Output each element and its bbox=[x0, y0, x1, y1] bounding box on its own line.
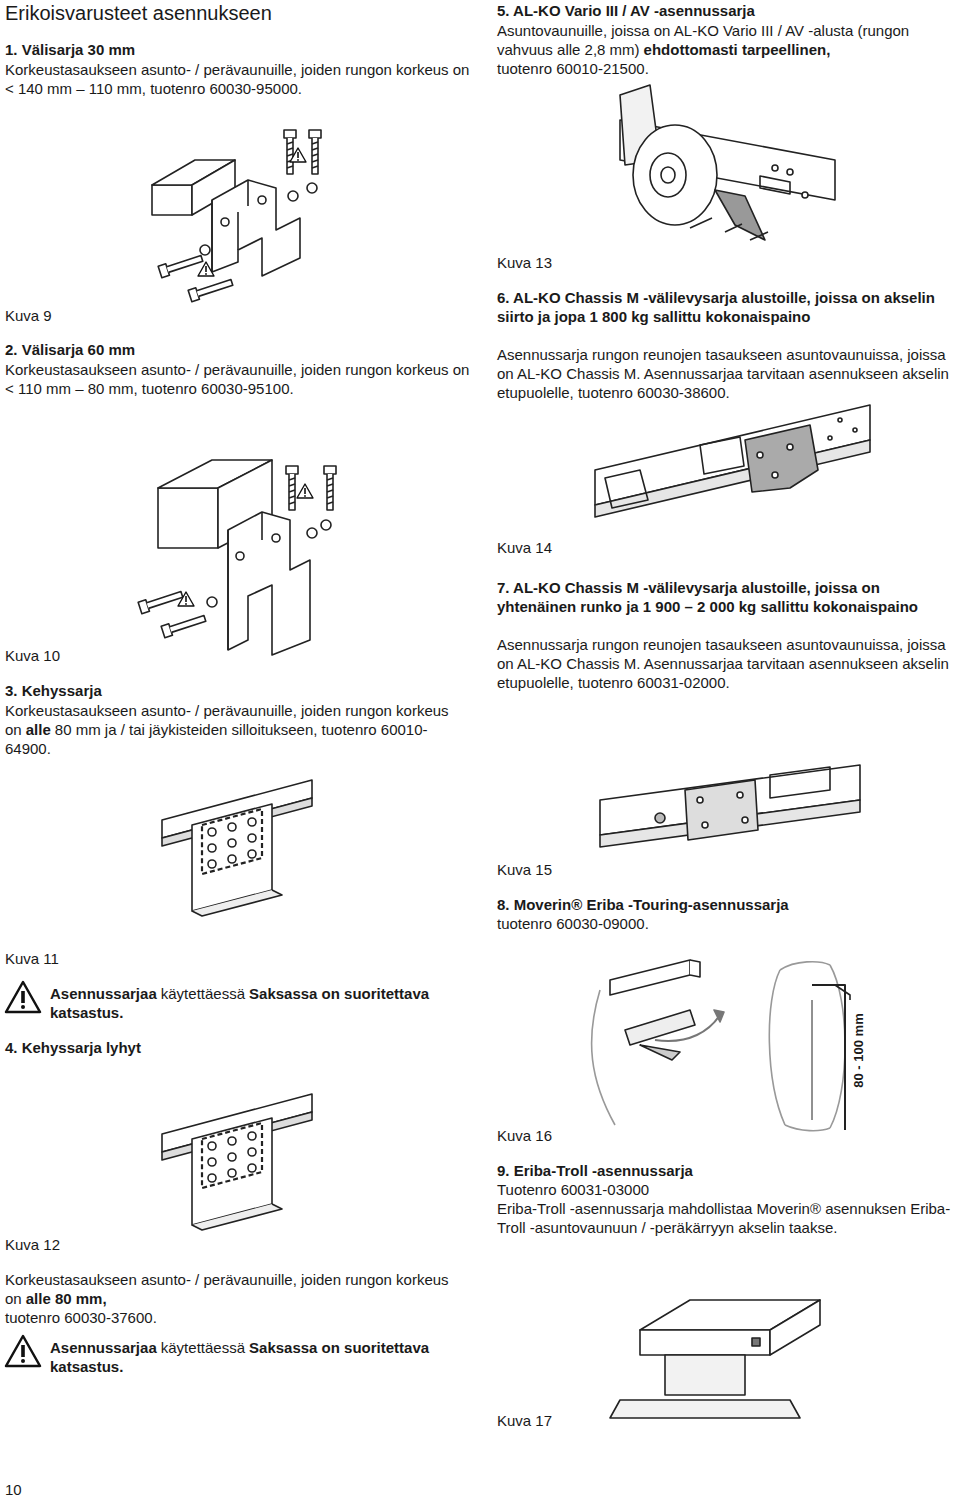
section-heading-text: 5. AL-KO Vario III / AV -asennussarja bbox=[497, 2, 755, 19]
section-heading: 9. Eriba-Troll -asennussarja bbox=[497, 1161, 955, 1180]
section-body-text: alle bbox=[26, 721, 51, 738]
section-heading-text: 1. Välisarja 30 mm bbox=[5, 41, 135, 58]
section-heading-text: 2. Välisarja 60 mm bbox=[5, 341, 135, 358]
section-body: Korkeustasaukseen asunto- / perävaunuill… bbox=[5, 360, 473, 398]
section-heading-text: 8. Moverin® Eriba -Touring-asennussarja bbox=[497, 896, 789, 913]
warning-symbol bbox=[6, 1336, 40, 1366]
figure-label-text: Kuva 9 bbox=[5, 307, 52, 324]
page-number: 10 bbox=[5, 1480, 65, 1499]
figure-label-text: Kuva 15 bbox=[497, 861, 552, 878]
chassis-m-spacer-kit bbox=[595, 405, 870, 517]
section-body: Korkeustasaukseen asunto- / perävaunuill… bbox=[5, 701, 473, 758]
figure-label: Kuva 9 bbox=[5, 306, 473, 325]
warning-note: AsennussarjaakäytettäessäSaksassa on suo… bbox=[50, 984, 470, 1022]
figure-label: Kuva 12 bbox=[5, 1235, 473, 1254]
section-body: Korkeustasaukseen asunto- / perävaunuill… bbox=[5, 60, 473, 98]
section-body: tuotenro 60030-09000. bbox=[497, 914, 955, 933]
figure-label: Kuva 17 bbox=[497, 1411, 955, 1430]
section-body-text: ehdottomasti tarpeellinen, bbox=[644, 41, 831, 58]
figure-label-text: Kuva 17 bbox=[497, 1412, 552, 1429]
section-body-text: Asennussarja rungon reunojen tasaukseen … bbox=[497, 636, 949, 691]
figure-label-text: Kuva 14 bbox=[497, 539, 552, 556]
figure-label: Kuva 14 bbox=[497, 538, 955, 557]
warning-note-text: Asennussarjaa bbox=[50, 1339, 157, 1356]
section-heading-text: 4. Kehyssarja lyhyt bbox=[5, 1039, 141, 1056]
figure-label-text: Kuva 10 bbox=[5, 647, 60, 664]
section-heading: 7. AL-KO Chassis M -välilevysarja alusto… bbox=[497, 578, 955, 616]
page-title: Erikoisvarusteet asennukseen bbox=[5, 1, 272, 25]
section-body-text: Korkeustasaukseen asunto- / perävaunuill… bbox=[5, 61, 469, 97]
section-body-text: tuotenro 60030-37600. bbox=[5, 1308, 473, 1327]
section-body: Asennussarja rungon reunojen tasaukseen … bbox=[497, 345, 955, 402]
section-body: Asennussarja rungon reunojen tasaukseen … bbox=[497, 635, 955, 692]
frame-kit bbox=[162, 780, 312, 916]
section-body-text: Tuotenro 60031-03000 bbox=[497, 1181, 649, 1198]
figure-label-text: Kuva 16 bbox=[497, 1127, 552, 1144]
warning-note-text: Asennussarjaa bbox=[50, 985, 157, 1002]
section-heading: 5. AL-KO Vario III / AV -asennussarja bbox=[497, 1, 955, 20]
vario-chassis-kit bbox=[620, 85, 835, 240]
section-heading: 6. AL-KO Chassis M -välilevysarja alusto… bbox=[497, 288, 955, 326]
section-heading: 1. Välisarja 30 mm bbox=[5, 40, 473, 59]
eriba-troll-kit bbox=[610, 1300, 820, 1418]
figure-label-text: Kuva 13 bbox=[497, 254, 552, 271]
section-body: Korkeustasaukseen asunto- / perävaunuill… bbox=[5, 1270, 473, 1327]
warning-note-text: käytettäessä bbox=[161, 1339, 245, 1356]
section-body-text: 80 mm ja / tai jäykisteiden silloituksee… bbox=[5, 721, 428, 757]
section-body-text: alle 80 mm, bbox=[26, 1290, 107, 1307]
frame-kit-short bbox=[162, 1094, 312, 1230]
dimension-label: 80 - 100 mm bbox=[850, 1011, 865, 1089]
section-body-text: tuotenro 60030-09000. bbox=[497, 915, 649, 932]
spacer-kit-30mm bbox=[152, 130, 321, 302]
section-body: Asuntovaunuille, joissa on AL-KO Vario I… bbox=[497, 21, 955, 78]
figure-label-text: Kuva 11 bbox=[5, 950, 59, 967]
warning-note-text: käytettäessä bbox=[161, 985, 245, 1002]
section-heading-text: 9. Eriba-Troll -asennussarja bbox=[497, 1162, 693, 1179]
spacer-kit-60mm bbox=[138, 460, 336, 655]
section-heading: 3. Kehyssarja bbox=[5, 681, 473, 700]
section-heading: 2. Välisarja 60 mm bbox=[5, 340, 473, 359]
figure-label: Kuva 16 bbox=[497, 1126, 955, 1145]
figure-label: Kuva 10 bbox=[5, 646, 473, 665]
section-heading-text: 7. AL-KO Chassis M -välilevysarja alusto… bbox=[497, 579, 918, 615]
section-body: Tuotenro 60031-03000 bbox=[497, 1180, 955, 1199]
section-heading-text: 6. AL-KO Chassis M -välilevysarja alusto… bbox=[497, 289, 935, 325]
section-body-text: tuotenro 60010-21500. bbox=[497, 59, 955, 78]
section-body: Eriba-Troll -asennussarja mahdollistaa M… bbox=[497, 1199, 955, 1237]
eriba-touring-kit bbox=[592, 960, 850, 1131]
page-title-text: Erikoisvarusteet asennukseen bbox=[5, 2, 272, 24]
chassis-m-continuous-kit bbox=[600, 765, 860, 847]
section-body-text: Asennussarja rungon reunojen tasaukseen … bbox=[497, 346, 949, 401]
page-number-text: 10 bbox=[5, 1481, 22, 1498]
section-heading: 4. Kehyssarja lyhyt bbox=[5, 1038, 473, 1057]
figure-label: Kuva 11 bbox=[5, 949, 473, 968]
warning-note: AsennussarjaakäytettäessäSaksassa on suo… bbox=[50, 1338, 470, 1376]
section-body-text: Eriba-Troll -asennussarja mahdollistaa M… bbox=[497, 1200, 950, 1236]
figure-label: Kuva 15 bbox=[497, 860, 955, 879]
figure-label: Kuva 13 bbox=[497, 253, 955, 272]
section-heading: 8. Moverin® Eriba -Touring-asennussarja bbox=[497, 895, 955, 914]
section-body-text: Korkeustasaukseen asunto- / perävaunuill… bbox=[5, 361, 469, 397]
warning-symbol bbox=[6, 982, 40, 1012]
section-heading-text: 3. Kehyssarja bbox=[5, 682, 102, 699]
figure-label-text: Kuva 12 bbox=[5, 1236, 60, 1253]
